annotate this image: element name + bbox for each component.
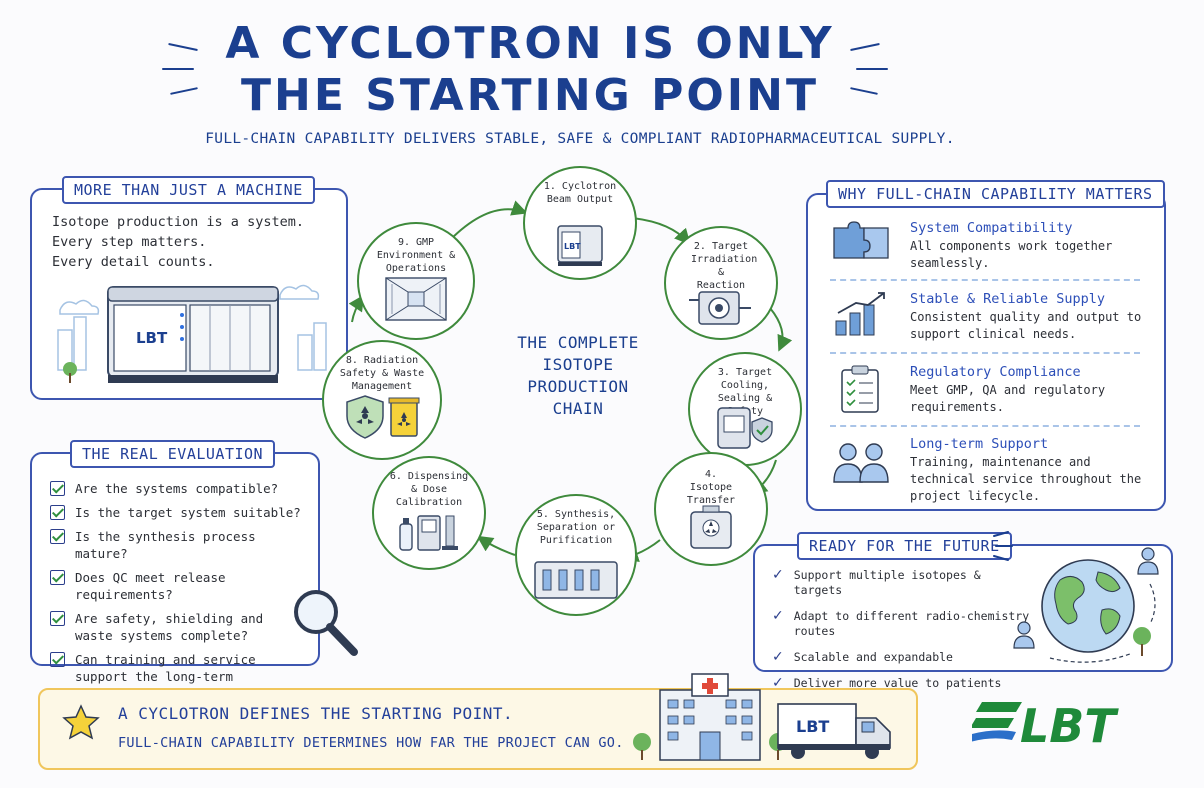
future-list: ✓Support multiple isotopes & targets ✓Ad… bbox=[772, 568, 1032, 702]
evaluation-checklist: Are the systems compatible? Is the targe… bbox=[50, 480, 315, 709]
title-accent-dash bbox=[162, 68, 194, 70]
cycle-step-isotope-transfer: 4. Isotope Transfer bbox=[654, 452, 768, 566]
cycle-step-synthesis: 5. Synthesis, Separation or Purification bbox=[515, 494, 637, 616]
check-icon: ✓ bbox=[772, 675, 784, 691]
cyclotron-icon-label: LBT bbox=[564, 242, 581, 251]
why-item-title: System Compatibility bbox=[910, 220, 1073, 236]
hospital-icon bbox=[633, 673, 787, 761]
checkbox-checked-icon bbox=[50, 481, 65, 496]
machine-panel-heading: MORE THAN JUST A MACHINE bbox=[62, 176, 315, 204]
future-item: ✓Deliver more value to patients bbox=[772, 675, 1002, 691]
divider bbox=[830, 352, 1140, 354]
truck-label: LBT bbox=[796, 717, 829, 736]
cycle-step-radiation-safety: 8. Radiation Safety & Waste Management bbox=[322, 340, 442, 460]
cycle-center-title: THE COMPLETE ISOTOPE PRODUCTION CHAIN bbox=[517, 333, 639, 418]
why-item-desc: All components work together seamlessly. bbox=[910, 239, 1113, 270]
subtitle: FULL-CHAIN CAPABILITY DELIVERS STABLE, S… bbox=[205, 131, 955, 147]
why-item-desc: Training, maintenance and technical serv… bbox=[910, 455, 1142, 503]
why-item-desc: Consistent quality and output to support… bbox=[910, 310, 1142, 341]
future-item: ✓Scalable and expandable bbox=[772, 649, 953, 665]
machine-intro-line: Every step matters. bbox=[52, 234, 207, 250]
machine-intro-line: Isotope production is a system. bbox=[52, 214, 304, 230]
person-icon bbox=[1013, 547, 1159, 649]
check-icon: ✓ bbox=[772, 649, 784, 665]
cycle-step-gmp-environment: 9. GMP Environment & Operations bbox=[357, 222, 475, 340]
cleanroom-corridor-icon bbox=[385, 277, 447, 321]
banner-line-1: A CYCLOTRON DEFINES THE STARTING POINT. bbox=[118, 704, 514, 723]
why-item-support: Long-term Support Training, maintenance … bbox=[830, 436, 1160, 503]
target-chamber-icon bbox=[689, 291, 751, 325]
checkbox-checked-icon bbox=[50, 611, 65, 626]
tree-icon bbox=[63, 362, 77, 383]
banner-line-2: FULL-CHAIN CAPABILITY DETERMINES HOW FAR… bbox=[118, 735, 624, 751]
checkbox-checked-icon bbox=[50, 652, 65, 667]
checklist-item: Are safety, shielding and waste systems … bbox=[50, 610, 265, 644]
check-icon: ✓ bbox=[772, 608, 784, 624]
magnifying-glass-icon bbox=[294, 590, 358, 656]
cloud-icon bbox=[59, 284, 320, 315]
divider bbox=[830, 279, 1140, 281]
puzzle-icon bbox=[833, 221, 889, 259]
cycle-step-cyclotron-beam-output: 1. Cyclotron Beam Output LBT bbox=[523, 166, 637, 280]
logo-mark-icon bbox=[972, 702, 1022, 742]
machine-label: LBT bbox=[136, 329, 168, 347]
tree-icon bbox=[1133, 627, 1151, 656]
why-item-title: Long-term Support bbox=[910, 436, 1049, 452]
cycle-step-dispensing: 6. Dispensing & Dose Calibration bbox=[372, 456, 486, 570]
why-item-title: Regulatory Compliance bbox=[910, 364, 1081, 380]
check-icon: ✓ bbox=[772, 567, 784, 583]
cyclotron-icon: LBT bbox=[557, 225, 603, 266]
checklist-item: Does QC meet release requirements? bbox=[50, 569, 315, 603]
future-item: ✓Adapt to different radio-chemistry rout… bbox=[772, 608, 1030, 638]
synthesis-module-icon bbox=[534, 561, 618, 599]
why-panel-heading: WHY FULL-CHAIN CAPABILITY MATTERS bbox=[826, 180, 1165, 208]
globe-icon bbox=[1013, 547, 1159, 663]
logo-text: LBT bbox=[1020, 699, 1119, 753]
title-line-1: A CYCLOTRON IS ONLY bbox=[225, 18, 835, 69]
checkbox-checked-icon bbox=[50, 505, 65, 520]
divider bbox=[830, 425, 1140, 427]
people-icon bbox=[833, 443, 889, 483]
lbt-logo: LBT bbox=[972, 699, 1119, 753]
radiation-shield-icon bbox=[346, 395, 420, 439]
cyclotron-machine-illustration: LBT bbox=[57, 284, 327, 383]
machine-intro: Isotope production is a system. Every st… bbox=[52, 212, 304, 272]
cycle-step-target-cooling: 3. Target Cooling, Sealing & Safety bbox=[688, 352, 802, 466]
why-item-compliance: Regulatory Compliance Meet GMP, QA and r… bbox=[830, 364, 1160, 414]
title-line-2: THE STARTING POINT bbox=[241, 70, 819, 121]
checkbox-checked-icon bbox=[50, 529, 65, 544]
why-item-supply: Stable & Reliable Supply Consistent qual… bbox=[830, 291, 1160, 341]
truck-icon: LBT bbox=[777, 703, 891, 759]
clipboard-icon bbox=[841, 365, 879, 413]
dose-calibrator-icon bbox=[399, 515, 458, 551]
bottom-banner: A CYCLOTRON DEFINES THE STARTING POINT. … bbox=[38, 688, 918, 770]
sparkle-dashes bbox=[993, 531, 1013, 561]
checklist-item: Is the target system suitable? bbox=[50, 504, 315, 521]
why-item-compatibility: System Compatibility All components work… bbox=[830, 220, 1160, 270]
star-icon bbox=[62, 704, 100, 740]
bar-chart-icon bbox=[835, 292, 885, 336]
checkbox-checked-icon bbox=[50, 570, 65, 585]
why-item-title: Stable & Reliable Supply bbox=[910, 291, 1106, 307]
shield-icon bbox=[751, 417, 773, 443]
evaluation-panel-heading: THE REAL EVALUATION bbox=[70, 440, 276, 468]
machine-intro-line: Every detail counts. bbox=[52, 254, 215, 270]
evaluation-panel bbox=[30, 452, 320, 666]
future-panel-heading: READY FOR THE FUTURE bbox=[797, 532, 1012, 560]
page-title: A CYCLOTRON IS ONLY THE STARTING POINT bbox=[150, 18, 910, 122]
why-item-desc: Meet GMP, QA and regulatory requirements… bbox=[910, 383, 1106, 414]
transfer-container-icon bbox=[690, 505, 732, 549]
title-accent-dash bbox=[856, 68, 888, 70]
cycle-step-target-irradiation: 2. Target Irradiation & Reaction bbox=[664, 226, 778, 340]
checklist-item: Are the systems compatible? bbox=[50, 480, 315, 497]
future-item: ✓Support multiple isotopes & targets bbox=[772, 567, 981, 597]
cooling-unit-icon bbox=[717, 407, 773, 449]
checklist-item: Is the synthesis process mature? bbox=[50, 528, 315, 562]
waste-bin-icon bbox=[388, 397, 420, 437]
